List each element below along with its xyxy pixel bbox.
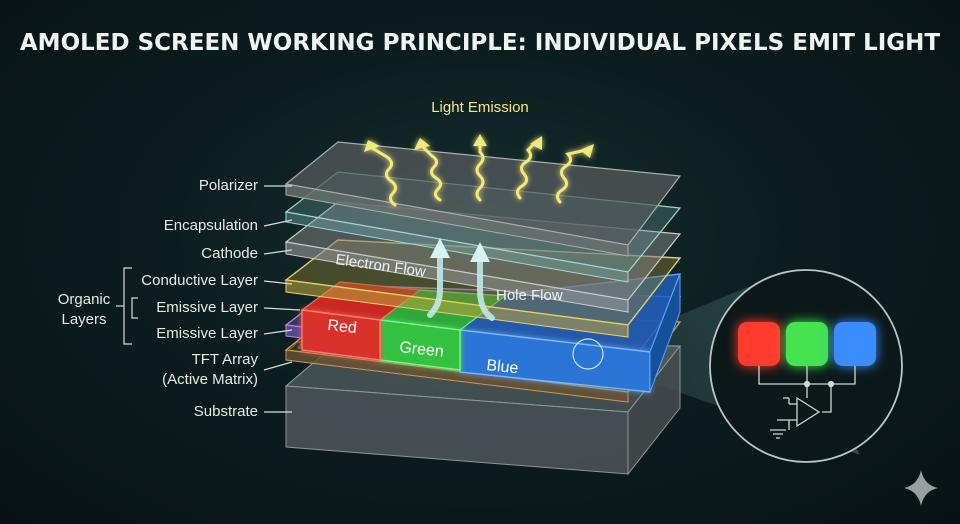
hole-flow-arrow — [470, 242, 495, 321]
emissive-leader-2 — [263, 329, 293, 335]
red-subpixel — [738, 322, 780, 366]
encapsulation-label: Encapsulation — [164, 217, 258, 234]
emissive-layer-label-1: Emissive Layer — [156, 299, 258, 316]
tft-leader — [263, 361, 293, 371]
green-subpixel — [786, 322, 828, 366]
magnify-source-circle — [572, 338, 604, 370]
tft-array-label: TFT Array — [192, 351, 259, 368]
pixel-circuit-magnifier — [709, 269, 903, 463]
polarizer-label: Polarizer — [199, 177, 258, 194]
red-pixel-label: Red — [327, 317, 358, 337]
blue-subpixel — [834, 322, 876, 366]
conductive-leader — [263, 280, 293, 285]
sparkle-icon — [904, 470, 938, 506]
organic-layers-sublabel: Layers — [61, 311, 106, 328]
encapsulation-leader — [263, 219, 293, 227]
page-title: AMOLED SCREEN WORKING PRINCIPLE: INDIVID… — [20, 30, 941, 56]
emissive-layer-label-2: Emissive Layer — [156, 325, 258, 342]
cathode-leader — [263, 249, 293, 255]
electron-flow-arrow — [427, 238, 450, 318]
tft-array-sublabel: (Active Matrix) — [162, 371, 258, 388]
cathode-label: Cathode — [201, 245, 258, 262]
hole-flow-label: Hole Flow — [496, 287, 563, 304]
organic-layers-bracket — [116, 267, 138, 345]
drive-circuit — [758, 366, 856, 439]
organic-layers-label: Organic — [58, 291, 111, 308]
polarizer-layer — [284, 141, 682, 257]
substrate-label: Substrate — [194, 403, 258, 420]
emissive-leader-1 — [263, 307, 301, 311]
light-emission-arrows — [364, 134, 594, 207]
light-emission-label: Light Emission — [431, 99, 529, 116]
green-pixel-label: Green — [399, 339, 445, 361]
blue-pixel-label: Blue — [486, 357, 520, 377]
conductive-layer-label: Conductive Layer — [141, 272, 258, 289]
